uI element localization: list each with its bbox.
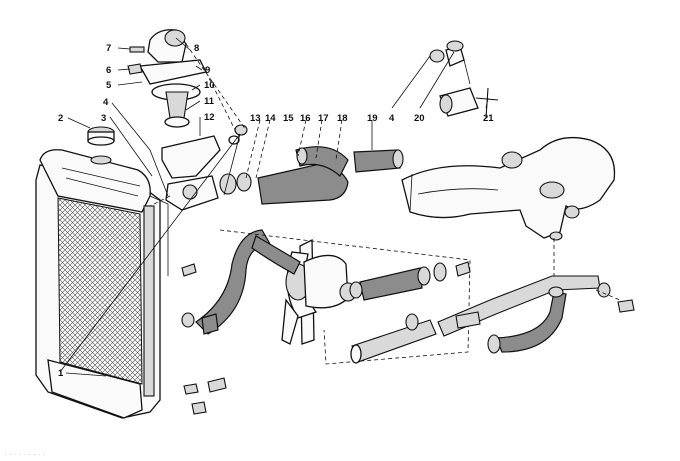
callout: 20 bbox=[414, 113, 425, 124]
leader-lines bbox=[59, 37, 489, 377]
heater-fittings bbox=[429, 40, 499, 119]
radiator-mount-bolts bbox=[181, 263, 227, 415]
radiator-cap bbox=[87, 126, 115, 165]
callout: 11 bbox=[204, 96, 215, 107]
callout: 5 bbox=[106, 80, 112, 91]
callout: 21 bbox=[483, 113, 494, 124]
callout: 4 bbox=[103, 97, 109, 108]
callout: 7 bbox=[106, 43, 111, 54]
callout: 17 bbox=[318, 113, 329, 124]
callout: 9 bbox=[205, 65, 210, 76]
callout: 4 bbox=[389, 113, 395, 124]
callout: 2 bbox=[58, 113, 63, 124]
callout: 13 bbox=[250, 113, 261, 124]
upper-hoses bbox=[219, 146, 404, 205]
water-manifold bbox=[401, 136, 616, 241]
thermostat-bolts bbox=[127, 46, 248, 145]
water-pump-and-fan bbox=[281, 238, 357, 345]
lower-hoses bbox=[181, 229, 471, 335]
callout: 1 bbox=[58, 368, 64, 379]
callout: 12 bbox=[204, 112, 215, 123]
callout: 14 bbox=[265, 113, 276, 124]
radiator bbox=[35, 149, 169, 419]
bypass-pipe bbox=[350, 275, 635, 364]
callout: 16 bbox=[300, 113, 311, 124]
watermark: · · · · · · · · · bbox=[4, 450, 46, 459]
callout: 18 bbox=[337, 113, 348, 124]
callout: 3 bbox=[101, 113, 106, 124]
callout: 6 bbox=[106, 65, 111, 76]
callout: 8 bbox=[194, 43, 199, 54]
callout: 15 bbox=[283, 113, 294, 124]
callouts: 7 8 6 9 5 10 4 11 2 3 12 13 14 15 16 17 … bbox=[58, 43, 494, 379]
callout: 10 bbox=[204, 80, 215, 91]
thermostat-housing bbox=[138, 29, 221, 211]
callout: 19 bbox=[367, 113, 378, 124]
